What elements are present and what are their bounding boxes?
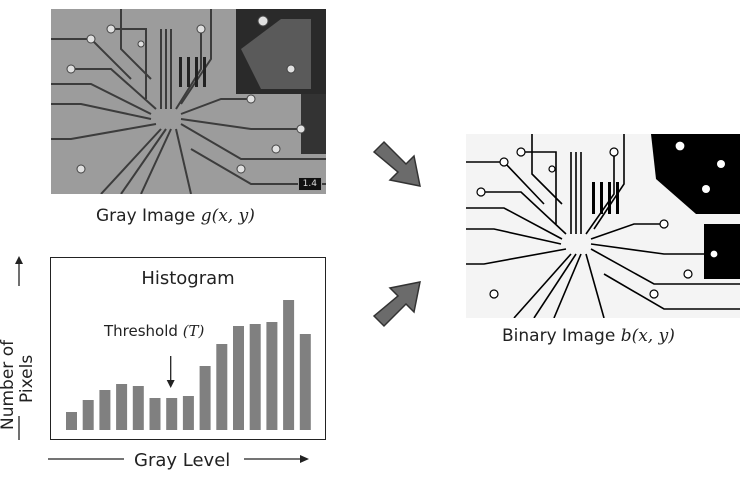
histogram-bar	[149, 398, 161, 430]
x-axis-arrow	[48, 455, 309, 463]
histogram-bar	[166, 398, 178, 430]
gray-pcb-graphic	[51, 9, 326, 194]
histogram-bar	[116, 384, 128, 430]
histogram-bar	[182, 396, 194, 430]
gray-image: 1.4	[51, 9, 326, 194]
histogram-bar	[249, 324, 261, 430]
threshold-arrow-icon	[166, 380, 175, 388]
histogram-bar	[299, 334, 311, 430]
histogram-frame: Histogram Threshold (T)	[50, 257, 326, 440]
threshold-text: Threshold	[104, 322, 183, 340]
histogram-bar	[199, 366, 211, 430]
binary-pcb-graphic	[466, 134, 740, 318]
x-axis-label: Gray Level	[134, 450, 231, 471]
binary-image-caption: Binary Image b(x, y)	[502, 326, 675, 346]
histogram-bar	[266, 322, 278, 430]
gray-caption-text: Gray Image	[96, 206, 201, 226]
arrow-to-binary-upper-icon	[372, 140, 421, 187]
histogram-plot	[66, 300, 311, 430]
binary-caption-text: Binary Image	[502, 326, 621, 346]
threshold-label: Threshold (T)	[104, 322, 204, 340]
histogram-bar	[66, 412, 77, 430]
binary-image	[466, 134, 740, 318]
binary-caption-math: b(x, y)	[620, 326, 675, 346]
histogram-bar	[216, 344, 228, 430]
gray-caption-math: g(x, y)	[200, 206, 255, 226]
histogram-bar	[233, 326, 244, 430]
histogram-bar	[99, 390, 111, 430]
histogram-title: Histogram	[141, 268, 235, 289]
histogram-bar	[283, 300, 295, 430]
gray-image-caption: Gray Image g(x, y)	[96, 206, 255, 226]
histogram-bar	[82, 400, 94, 430]
threshold-math: (T)	[182, 322, 205, 340]
arrow-to-binary-lower-icon	[372, 281, 421, 328]
histogram-bar	[132, 386, 144, 430]
image-badge: 1.4	[297, 177, 322, 191]
y-axis-arrows	[15, 256, 23, 440]
